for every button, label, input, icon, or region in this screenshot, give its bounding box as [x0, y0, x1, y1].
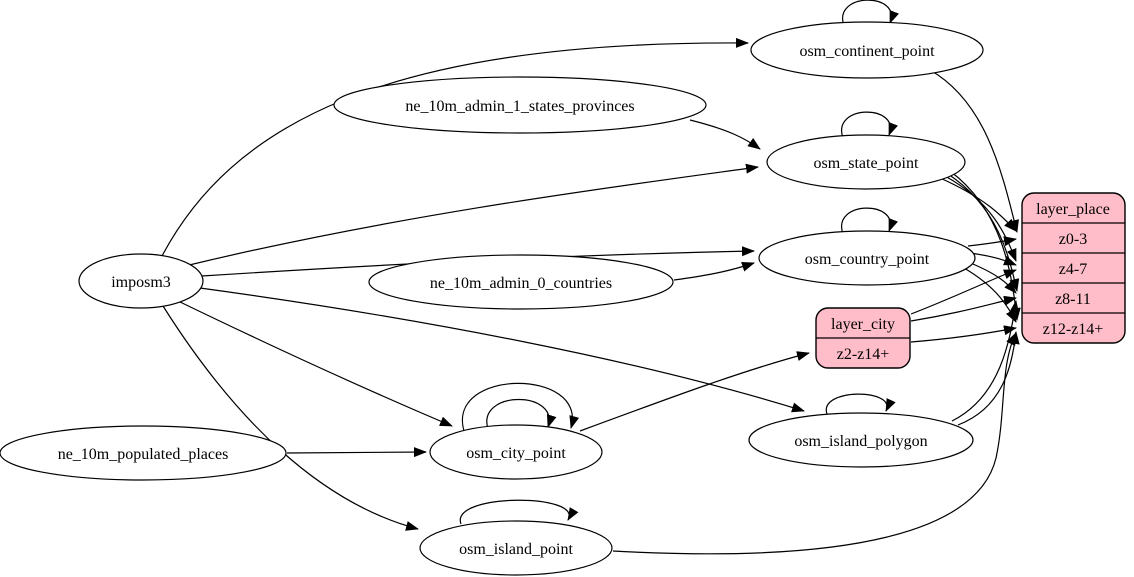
- edge-imposm3-osm_city_point: [177, 300, 453, 427]
- node-osm_continent_point: osm_continent_point: [750, 21, 984, 79]
- node-osm_state_point: osm_state_point: [766, 134, 966, 190]
- selfloop-osm_island_polygon: [825, 393, 896, 415]
- node-ne_10m_populated_places-label: ne_10m_populated_places: [58, 446, 229, 463]
- selfloop-osm_country_point: [841, 207, 898, 235]
- node-osm_island_polygon-shape: [748, 412, 974, 468]
- edge-layer_city-z12-z14: [910, 325, 1017, 343]
- node-ne_10m_admin_0_countries-shape: [368, 254, 674, 310]
- node-osm_state_point-label: osm_state_point: [814, 155, 919, 172]
- record-layer_city-title: layer_city: [831, 316, 895, 333]
- edge-osm_country_point-z12-z14: [963, 267, 1017, 323]
- node-osm_island_point-label: osm_island_point: [459, 541, 573, 558]
- edge-imposm3-osm_state_point: [184, 163, 759, 267]
- node-osm_country_point-shape: [758, 230, 976, 286]
- node-imposm3-shape: [78, 253, 204, 309]
- record-layer_city-row-z2-z14: z2-z14+: [837, 346, 890, 363]
- edge-imposm3-osm_continent_point: [161, 37, 749, 257]
- selfloop-osm_city_point-outer: [461, 382, 580, 432]
- record-layer_city: layer_city z2-z14+: [815, 307, 911, 369]
- record-layer_place-row-z8-11: z8-11: [1055, 291, 1091, 308]
- edge-imposm3-osm_island_polygon: [199, 287, 805, 413]
- node-osm_state_point-shape: [766, 134, 966, 190]
- edge-layer_city-z4-7: [910, 269, 1017, 315]
- selfloop-osm_state_point: [841, 111, 898, 139]
- edge-osm_continent_point-z0-3: [929, 69, 1019, 233]
- record-layer_place-row-z0-3: z0-3: [1059, 231, 1087, 248]
- record-layer_place-shape: [1021, 192, 1126, 344]
- node-imposm3-label: imposm3: [111, 274, 171, 291]
- record-layer_place-row-z4-7: z4-7: [1059, 261, 1087, 278]
- node-ne_10m_admin_0_countries-label: ne_10m_admin_0_countries: [430, 275, 612, 292]
- node-osm_country_point: osm_country_point: [758, 230, 976, 286]
- edge-layer_city-z8-11: [910, 295, 1017, 322]
- edge-osm_country_point-z4-7: [969, 252, 1017, 266]
- node-osm_island_point-shape: [419, 520, 613, 576]
- node-ne_10m_admin_1_states_provinces-shape: [333, 76, 707, 134]
- edge-osm_country_point-z0-3: [967, 236, 1017, 247]
- edge-osm_island_point-z12-z14: [612, 332, 1017, 555]
- node-osm_island_polygon-label: osm_island_polygon: [794, 433, 927, 450]
- edge-ne_10m_populated_places-osm_city_point: [286, 447, 427, 458]
- record-layer_place-row-z12-z14: z12-z14+: [1043, 321, 1104, 338]
- edge-osm_state_point-z0-3: [939, 177, 1017, 232]
- edge-osm_city_point-layer_city: [579, 351, 810, 432]
- selfloop-osm_island_point: [459, 499, 579, 525]
- node-ne_10m_populated_places: ne_10m_populated_places: [0, 425, 287, 481]
- edge-osm_state_point-z4-7: [944, 175, 1017, 262]
- node-osm_island_polygon: osm_island_polygon: [748, 412, 974, 468]
- node-osm_city_point-label: osm_city_point: [466, 445, 566, 462]
- node-osm_island_point: osm_island_point: [419, 520, 613, 576]
- node-ne_10m_populated_places-shape: [0, 425, 287, 481]
- node-osm_city_point: osm_city_point: [429, 424, 603, 480]
- node-imposm3: imposm3: [78, 253, 204, 309]
- edge-imposm3-osm_island_point: [162, 305, 419, 531]
- record-layer_place: layer_place z0-3 z4-7 z8-11 z12-z14+: [1021, 192, 1126, 344]
- node-ne_10m_admin_0_countries: ne_10m_admin_0_countries: [368, 254, 674, 310]
- node-ne_10m_admin_1_states_provinces-label: ne_10m_admin_1_states_provinces: [405, 98, 634, 115]
- node-osm_country_point-label: osm_country_point: [805, 251, 930, 268]
- selfloop-osm_city_point-inner: [486, 399, 557, 430]
- edge-osm_island_polygon-z8-11: [951, 300, 1020, 422]
- node-osm_continent_point-label: osm_continent_point: [799, 43, 935, 60]
- edge-ne_10m_admin_0_countries-osm_country_point: [673, 262, 755, 281]
- edge-osm_country_point-z8-11: [967, 261, 1017, 294]
- record-layer_place-title: layer_place: [1036, 201, 1110, 218]
- node-osm_city_point-shape: [429, 424, 603, 480]
- edge-ne_10m_admin_1_states_provinces-osm_state_point: [689, 119, 761, 150]
- node-osm_continent_point-shape: [750, 21, 984, 79]
- node-ne_10m_admin_1_states_provinces: ne_10m_admin_1_states_provinces: [333, 76, 707, 134]
- selfloop-osm_continent_point: [842, 0, 899, 27]
